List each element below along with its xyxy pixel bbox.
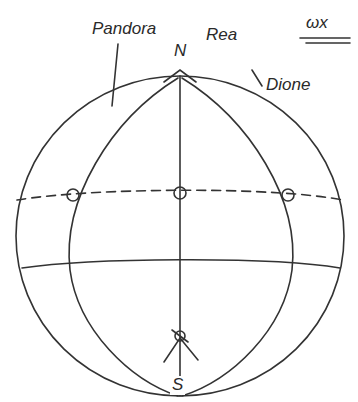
moon-label: Rea bbox=[204, 26, 239, 45]
moon-label: S bbox=[170, 376, 185, 395]
underline bbox=[300, 38, 350, 43]
moon-marker bbox=[174, 187, 186, 199]
central-meridian bbox=[179, 76, 181, 396]
parallel-line bbox=[22, 260, 340, 268]
left-meridian bbox=[69, 78, 178, 396]
moon-label: Dione bbox=[264, 76, 312, 95]
moon-label: ωx bbox=[304, 14, 330, 33]
moon-label: Pandora bbox=[90, 20, 158, 39]
pole-mark bbox=[164, 70, 196, 82]
moon-marker bbox=[67, 189, 79, 201]
right-meridian bbox=[182, 78, 293, 396]
leader-line bbox=[252, 70, 262, 86]
moon-marker bbox=[282, 189, 294, 201]
observer-arrow bbox=[164, 330, 198, 362]
sphere-outline bbox=[16, 76, 344, 396]
leader-line bbox=[112, 44, 118, 106]
moon-label: N bbox=[172, 42, 188, 61]
